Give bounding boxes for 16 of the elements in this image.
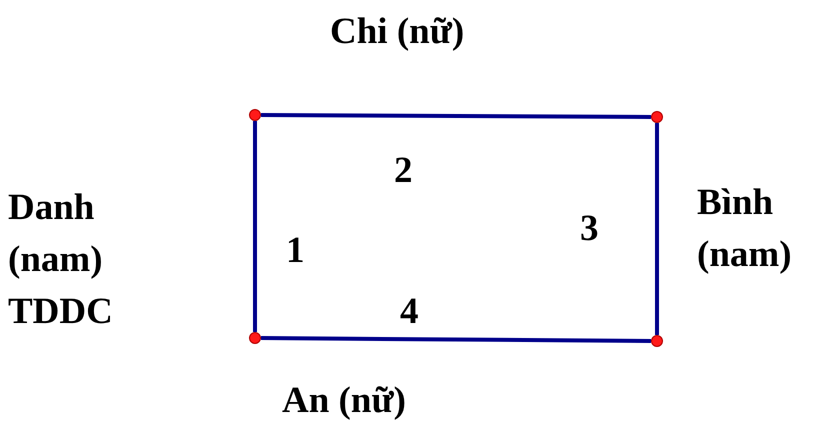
- vertex-dot: [249, 109, 261, 121]
- side-name: An (nữ): [282, 379, 407, 423]
- rectangle-side: [655, 123, 659, 335]
- side-name: Chi (nữ): [330, 10, 466, 54]
- side-number: 3: [580, 207, 600, 251]
- rectangle-side: [260, 336, 652, 343]
- side-name: Danh (nam) TDDC: [8, 186, 114, 334]
- rectangle-side: [253, 121, 257, 332]
- rectangle-side: [261, 113, 651, 119]
- vertex-dot: [249, 332, 261, 344]
- side-number: 1: [286, 229, 306, 273]
- vertex-dot: [651, 335, 663, 347]
- side-number: 4: [400, 290, 420, 334]
- vertex-dot: [651, 111, 663, 123]
- side-name: Bình (nam): [697, 181, 793, 277]
- side-number: 2: [394, 149, 414, 193]
